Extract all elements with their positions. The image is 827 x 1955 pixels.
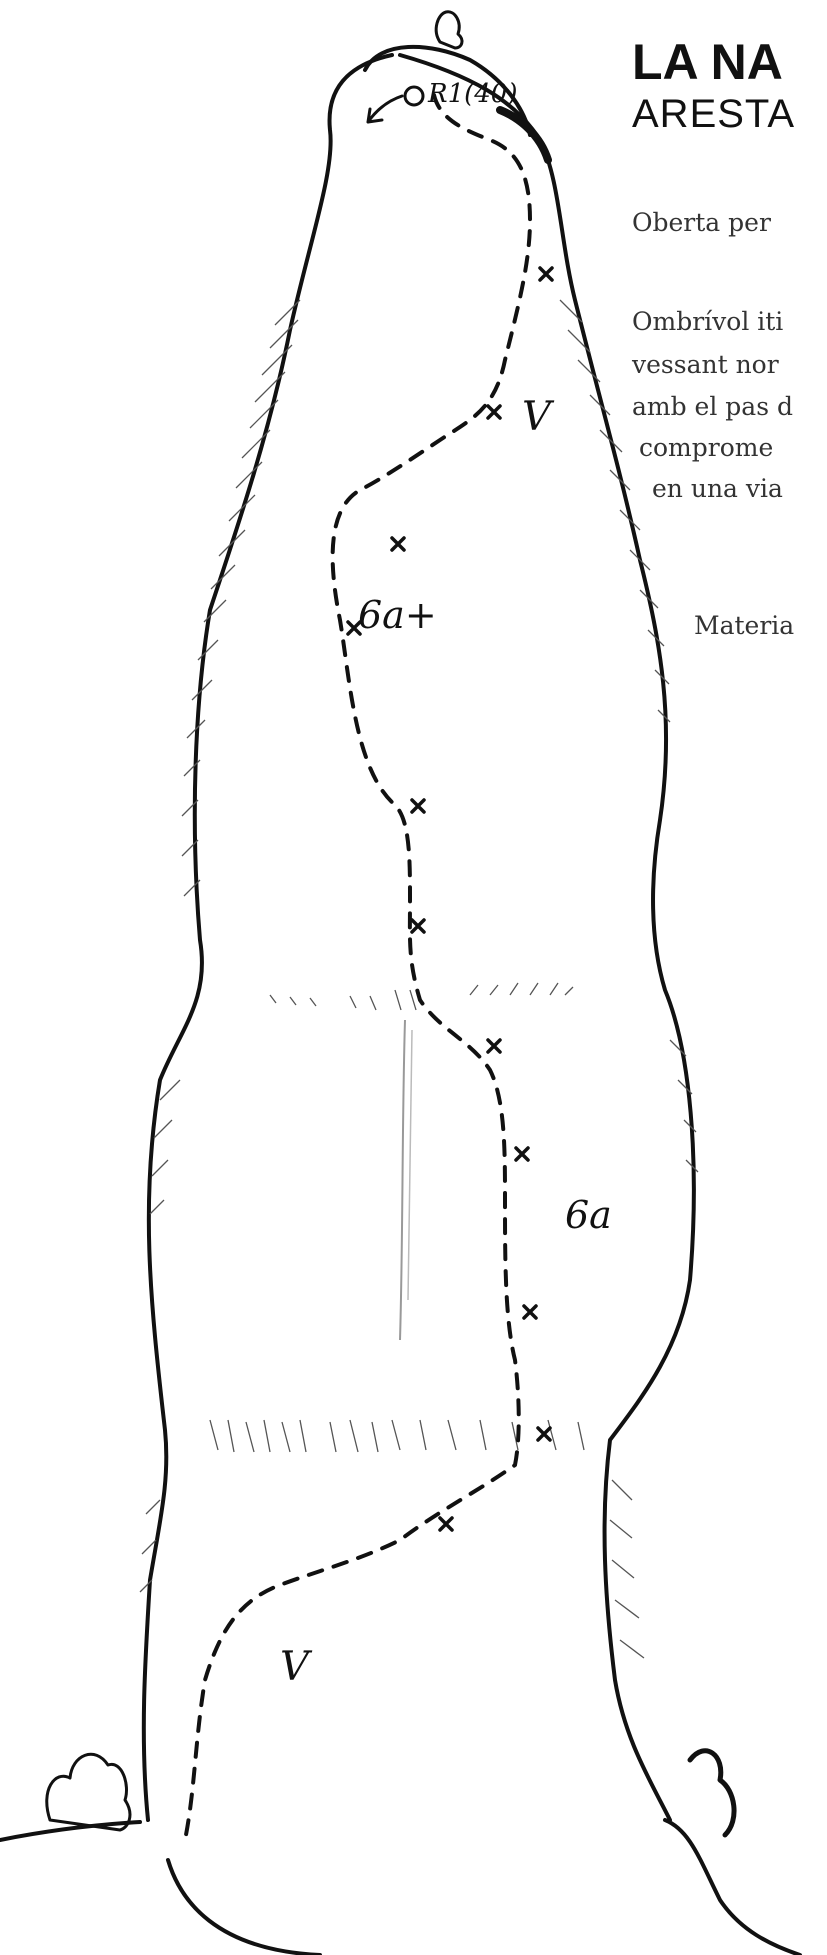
bush (47, 1754, 130, 1830)
belay-label: R1(40) (427, 79, 518, 109)
grade-middle: 6a (565, 1193, 612, 1237)
description-line: amb el pas d (632, 392, 793, 422)
bolt (540, 268, 552, 280)
material-text: Materia (694, 611, 794, 641)
bolt (440, 1518, 452, 1530)
belay-arrow-icon (368, 96, 402, 122)
pillar-left-edge (144, 55, 392, 1820)
bolt (516, 1148, 528, 1160)
grade-upper: 6a+ (358, 593, 437, 637)
route-line (185, 95, 530, 1840)
right-bush (690, 1751, 734, 1835)
bolt (488, 1040, 500, 1052)
route-title: LA NA (632, 34, 783, 90)
bolt (412, 920, 424, 932)
belay-anchor-icon (405, 87, 423, 105)
description-line: en una via (652, 474, 783, 504)
bolt (488, 406, 500, 418)
bolts (348, 268, 552, 1530)
bolt (392, 538, 404, 550)
description-line: vessant nor (632, 350, 779, 380)
right-ground (665, 1820, 800, 1955)
grade-top: V (522, 394, 555, 440)
description-line: comprome (639, 433, 773, 463)
bolt (524, 1306, 536, 1318)
credit-text: Oberta per (632, 208, 771, 238)
bolt (412, 800, 424, 812)
grade-bottom: V (280, 1644, 313, 1690)
rock-hatching (140, 300, 698, 1658)
summit-block (436, 12, 462, 48)
description-line: Ombrívol iti (632, 307, 783, 337)
bolt (538, 1428, 550, 1440)
route-subtitle: ARESTA (632, 91, 795, 137)
rock-pillar (0, 12, 800, 1955)
base-curve (168, 1860, 320, 1955)
